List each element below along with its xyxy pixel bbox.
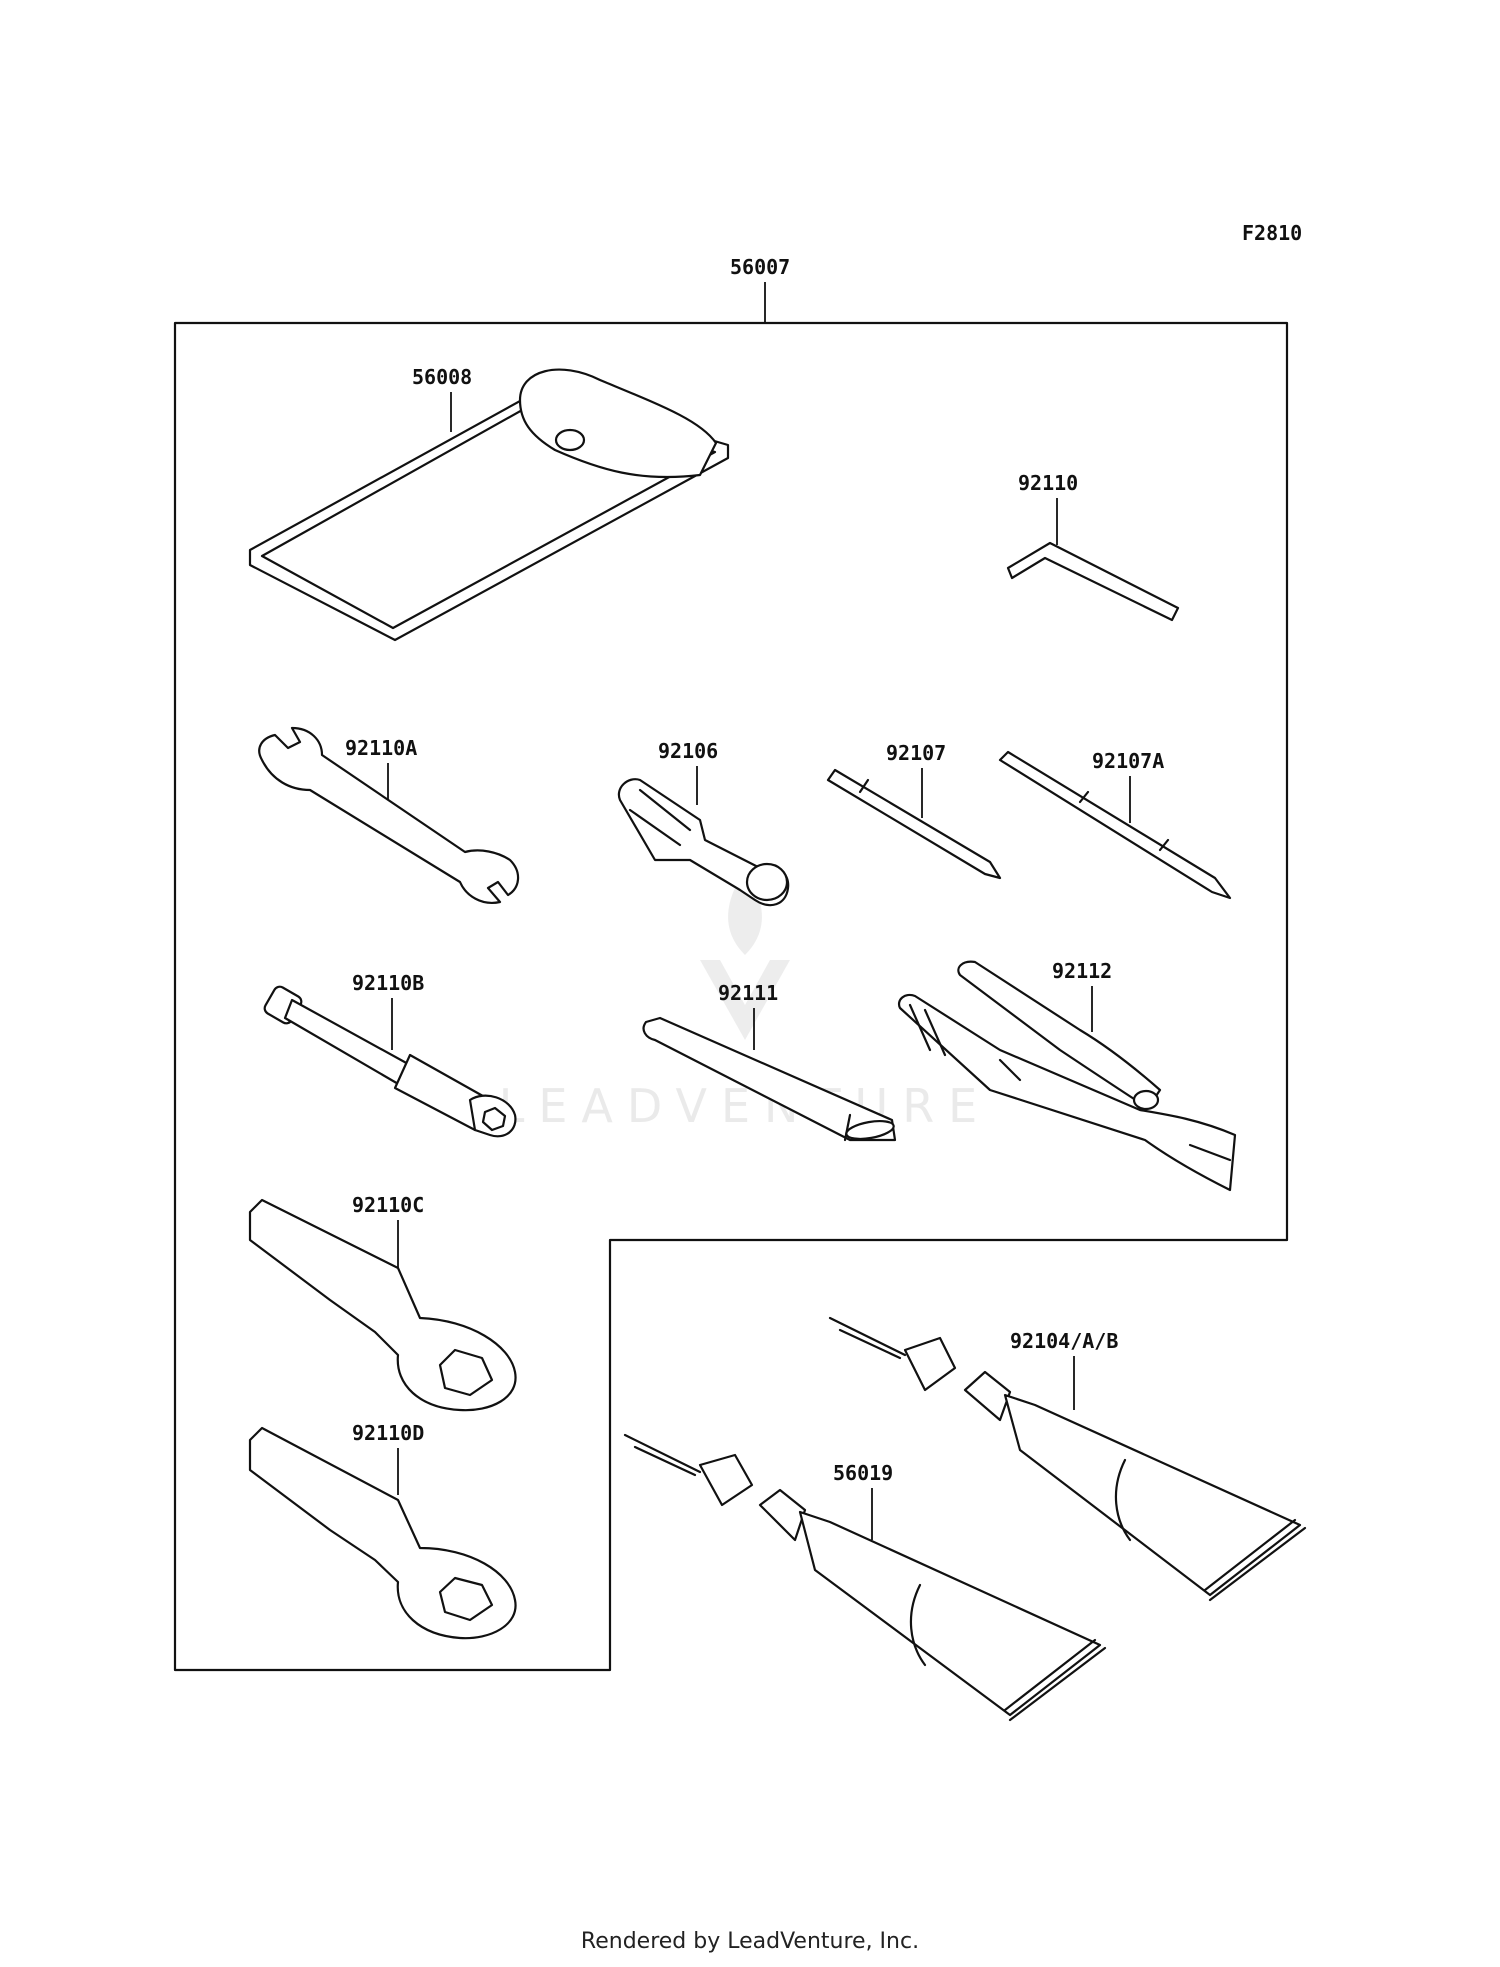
screwdriver-bit [826,768,1002,880]
label-92110D: 92110D [352,1421,424,1445]
label-92110B: 92110B [352,971,424,995]
watermark-text: LEADVENTURE [499,1079,992,1133]
label-56008: 56008 [412,365,472,389]
grease-tube-b [623,1433,1107,1722]
spark-plug-socket [617,778,790,907]
screwdriver-bit-a [998,750,1232,900]
label-92110: 92110 [1018,471,1078,495]
open-end-wrench [258,726,520,904]
grease-tube-a [828,1316,1307,1602]
box-spanner [263,985,517,1138]
hex-key [1006,541,1180,622]
figure-code: F2810 [1242,221,1302,245]
label-92112: 92112 [1052,959,1112,983]
ring-wrench-c [248,1198,517,1412]
label-92110A: 92110A [345,736,417,760]
pliers [897,960,1237,1192]
ring-wrench-d [248,1426,517,1640]
label-92110C: 92110C [352,1193,424,1217]
kit-boundary [173,321,1289,1672]
footer-credit: Rendered by LeadVenture, Inc. [581,1929,919,1954]
label-92111: 92111 [718,981,778,1005]
label-56019: 56019 [833,1461,893,1485]
tool-pouch [248,368,730,642]
handle-bar [642,1016,897,1142]
label-92106: 92106 [658,739,718,763]
label-92107: 92107 [886,741,946,765]
label-92107A: 92107A [1092,749,1164,773]
label-92104AB: 92104/A/B [1010,1329,1118,1353]
watermark: LEADVENTURE [499,870,992,1133]
assembly-label: 56007 [730,255,790,279]
